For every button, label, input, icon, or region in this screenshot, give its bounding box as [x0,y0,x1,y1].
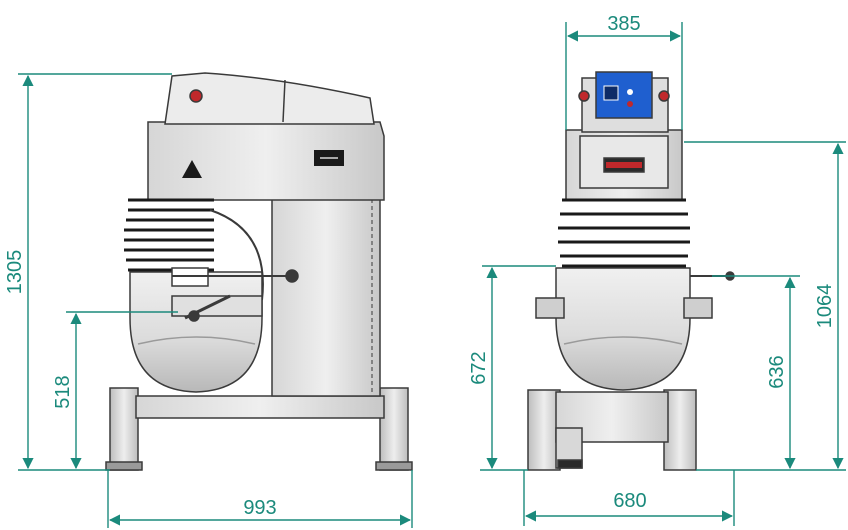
front-right-leg [663,389,697,471]
dim-label-1305: 1305 [4,250,26,295]
dim-label-518: 518 [52,375,74,408]
side-head [147,121,385,201]
dim-label-385: 385 [607,13,640,35]
side-base-rail [135,395,385,419]
side-bowl-arm [209,209,264,301]
dim-label-993: 993 [243,497,276,519]
dim-label-1064: 1064 [814,284,836,329]
front-view-mixer [527,71,735,471]
side-front-leg [109,387,139,471]
dimension-lines [18,22,846,528]
front-left-leg [527,389,561,471]
front-bowl [555,267,691,391]
side-view-mixer [105,72,413,471]
dim-label-680: 680 [613,490,646,512]
dim-label-672: 672 [468,351,490,384]
warning-triangle-icon [182,160,202,178]
dim-label-636: 636 [766,355,788,388]
side-bowl [129,271,263,393]
side-top-cover [164,72,375,125]
front-bowl-guard-grille [558,198,690,268]
side-bowl-guard-grille [124,198,214,272]
